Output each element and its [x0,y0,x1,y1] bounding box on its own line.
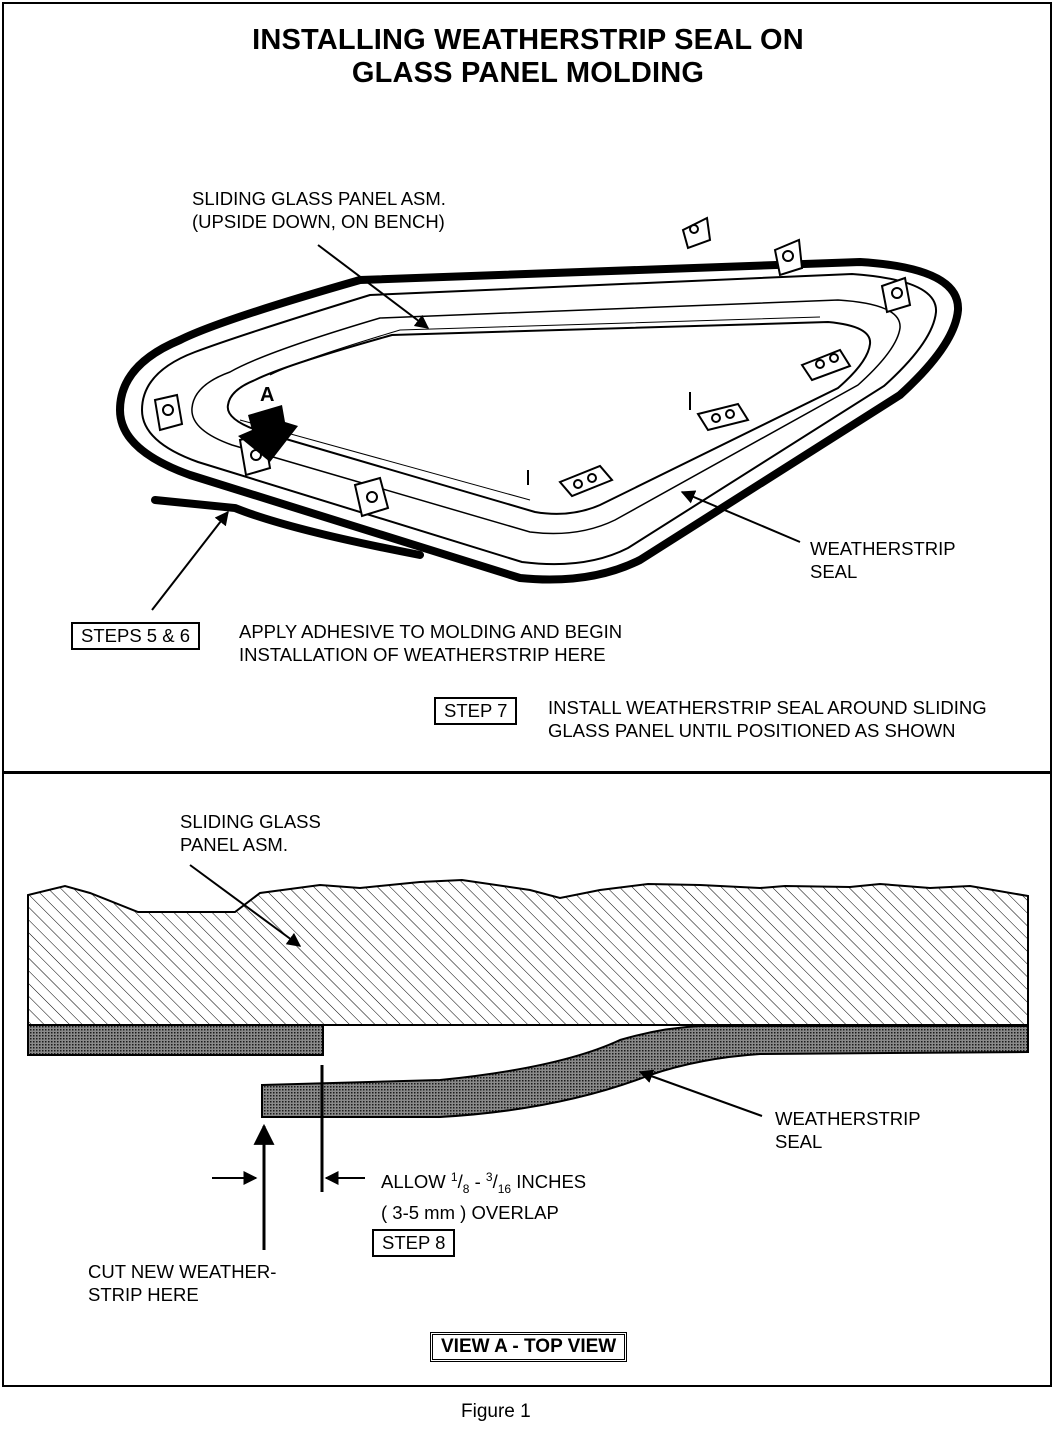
detail-view-panel [2,772,1052,1387]
detail-seal-label-line1: WEATHERSTRIP [775,1108,921,1129]
mounting-tabs [153,216,912,518]
step-7-line2: GLASS PANEL UNTIL POSITIONED AS SHOWN [548,720,956,741]
seal-label: WEATHERSTRIP SEAL [810,537,956,583]
detail-panel-label-line2: PANEL ASM. [180,834,288,855]
allow-suffix: INCHES [511,1171,587,1193]
seal-clips [558,348,852,498]
new-weatherstrip-seal [261,1025,1029,1118]
weatherstrip-seal-outline [116,258,962,584]
frac2-denominator: 16 [497,1181,512,1196]
seal-label-line1: WEATHERSTRIP [810,538,956,559]
step-7-instructions: INSTALL WEATHERSTRIP SEAL AROUND SLIDING… [548,696,987,742]
frac1-numerator: 1 [450,1170,458,1184]
marker-a-label: A [260,384,275,406]
step-8-box: STEP 8 [372,1229,456,1257]
view-a-arrow [238,405,298,462]
cut-here-line2: STRIP HERE [88,1284,199,1305]
figure-caption: Figure 1 [461,1401,531,1422]
glass-pane [226,320,872,515]
panel-label-line1: SLIDING GLASS PANEL ASM. [192,188,446,209]
frac1-denominator: 8 [462,1181,470,1196]
detail-cross-section [27,878,1029,1250]
detail-seal-label: WEATHERSTRIP SEAL [775,1107,921,1153]
steps-5-6-line2: INSTALLATION OF WEATHERSTRIP HERE [239,644,606,665]
allow-prefix: ALLOW [381,1171,451,1193]
range-dash: - [469,1171,486,1193]
steps-5-6-line1: APPLY ADHESIVE TO MOLDING AND BEGIN [239,621,623,642]
figure-title-line2: GLASS PANEL MOLDING [351,57,705,89]
steps-5-6-box: STEPS 5 & 6 [71,622,200,650]
detail-panel-leader [189,864,302,947]
overlap-allowance-label: ALLOW 1/8 - 3/16 INCHES ( 3-5 mm ) OVERL… [381,1166,586,1224]
panel-label: SLIDING GLASS PANEL ASM. (UPSIDE DOWN, O… [192,187,446,233]
overlap-allowance-line1: ALLOW 1/8 - 3/16 INCHES [381,1170,587,1196]
figure-title-line1: INSTALLING WEATHERSTRIP SEAL ON [252,24,804,56]
panel-label-leader [317,244,430,329]
frac2-numerator: 3 [485,1170,493,1184]
existing-seal-left [27,1024,324,1056]
seal-label-line2: SEAL [810,561,858,582]
steps-5-6-leader [151,510,229,611]
detail-seal-leader [638,1069,763,1117]
weatherstrip-loose-end [151,496,424,559]
step-7-line1: INSTALL WEATHERSTRIP SEAL AROUND SLIDING [548,697,987,718]
detail-seal-label-line2: SEAL [775,1131,823,1152]
step-7-box: STEP 7 [434,697,518,725]
view-a-caption: VIEW A - TOP VIEW [430,1332,628,1362]
overlap-mm-line: ( 3-5 mm ) OVERLAP [381,1201,559,1223]
cut-here-label: CUT NEW WEATHER- STRIP HERE [88,1260,276,1306]
glass-panel-assembly [116,216,962,584]
steps-5-6-instructions: APPLY ADHESIVE TO MOLDING AND BEGIN INST… [239,620,622,666]
detail-panel-label: SLIDING GLASS PANEL ASM. [180,810,321,856]
cut-here-line1: CUT NEW WEATHER- [88,1261,277,1282]
seal-label-leader [680,490,801,543]
glass-panel-section [27,878,1029,1026]
panel-label-line2: (UPSIDE DOWN, ON BENCH) [192,211,445,232]
detail-panel-label-line1: SLIDING GLASS [180,811,321,832]
